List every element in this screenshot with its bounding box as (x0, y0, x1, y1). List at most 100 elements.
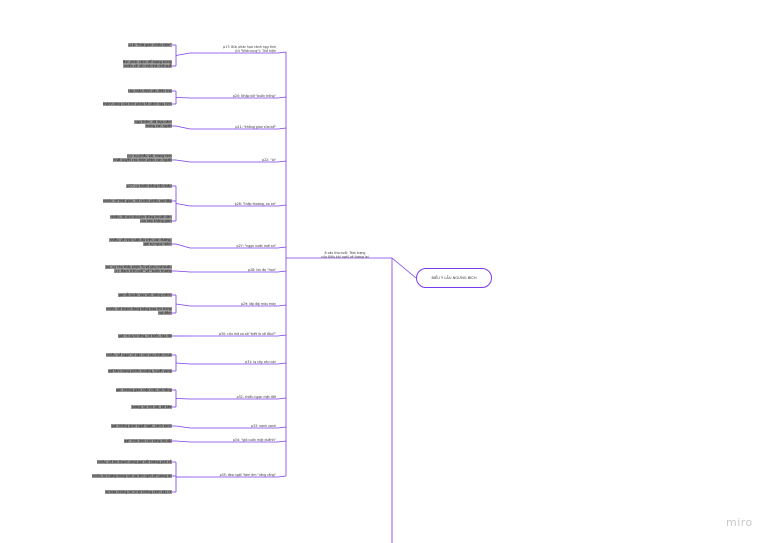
branch-node-text: p30: cửu mở xa sở "biết là về đâu?" (219, 332, 276, 336)
leaf-node-text: nhiều: về thành đang bóng bao kín trong (105, 307, 172, 311)
branch-node-text: p27: "ngọn nước mới sa" (236, 244, 276, 248)
branch-node[interactable]: p27: "ngọn nước mới sa" (194, 244, 276, 248)
branch-node[interactable]: p31: lọ cây câu các (194, 360, 276, 364)
leaf-node-text: mang con người (145, 124, 172, 128)
branch-node-text: p21: "không gian cửa bể" (235, 125, 276, 129)
leaf-link (175, 159, 191, 163)
branch-node[interactable]: p21: "không gian cửa bể" (194, 125, 276, 129)
leaf-node-text: nhiều về nỗi nhớ nhà nhớ quê (123, 64, 172, 68)
branch-link (277, 440, 287, 443)
leaf-node-text: nhiều: về âm thanh sóng gợi nỗi hoảng ph… (96, 460, 172, 464)
branch-node-text: p20: Nhập bờ "buồn trông" (233, 94, 276, 98)
leaf-node-text: nhiều: về ngọn cỏ rậu con sau chân mưa (105, 353, 172, 357)
branch-node[interactable]: p26: "thấp thoáng, xa xa" (194, 202, 276, 206)
leaf-node[interactable]: gợi: hình ảnh con sóng dữ dội (50, 439, 172, 443)
leaf-node[interactable]: gợi: ra sự lo lắng, cỡ biển, hạc đỡ (50, 334, 172, 338)
branch-node[interactable]: p32: chiều ngọn mặt đất (194, 395, 276, 399)
leaf-node[interactable]: nhiều: về thời gian, Về chiều phiêu nơi … (50, 199, 172, 203)
leaf-node[interactable]: gợi nỗi buồn vào vệt, bằng mênh (50, 293, 172, 297)
leaf-node[interactable]: p27: cụ buồn trông tội nhân (50, 184, 172, 188)
branch-node[interactable]: p28: lùn đo "hoa" (194, 268, 276, 272)
leaf-node-text: gợi: không gian ngợt ngạt, xanh xanh (110, 424, 172, 428)
leaf-node-text: nhiều: về thời gian, Về chiều phiêu nơi … (102, 199, 172, 203)
branch-node[interactable]: p34: "gió cuốn mặt duềnh" (194, 438, 276, 442)
leaf-node[interactable]: tương: lại mờ với, bế kéo (50, 405, 172, 409)
branch-node-text: (từ "Nhớ cùng"): Thể hiện (235, 49, 276, 53)
branch-node[interactable]: p30: cửu mở xa sở "biết là về đâu?" (194, 332, 276, 336)
leaf-node[interactable]: gợi: không gian chật chội, bó hồng (50, 388, 172, 392)
leaf-node-text: p18: "thời gian chiều hôm" (128, 43, 172, 47)
leaf-link (175, 52, 191, 56)
leaf-link (175, 270, 191, 273)
central-topic-text: BIỂU Ý LẦU NGƯNG BÍCH (431, 276, 477, 280)
leaf-node-text: dự báo những tai ủi sẽ không cách xảy ra (104, 490, 172, 494)
leaf-node-text: ngụ thêm, đã đựa năm (134, 120, 172, 124)
leaf-link (175, 243, 191, 249)
leaf-node-text: nhiều: đã bùn khuyên đứng khuất đàn (109, 215, 172, 219)
branch-node-text: p17: Bức phác họa cảnh ngụ tình (223, 45, 276, 49)
branch-node-text: p33: xanh xanh (251, 424, 276, 428)
leaf-node-text: Bức phác cảnh để tượng trưng (122, 60, 172, 64)
leaf-node-text: tương: lại mờ với, bế kéo (131, 405, 172, 409)
branch-node[interactable]: p33: xanh xanh (194, 424, 276, 428)
leaf-node[interactable]: nhiều: về ngọn cỏ rậu con sau chân mưa (50, 353, 172, 357)
leaf-node[interactable]: tập nhận định câu điều thơ (50, 89, 172, 93)
leaf-node[interactable]: nhiều: về nhớ nước đo trên con đường,gợi… (50, 238, 172, 246)
leaf-node-text: gợi tâm trạng phiên muộng, tuyệt vọng (107, 369, 172, 373)
branch-node[interactable]: p20: Nhập bờ "buồn trông" (194, 94, 276, 98)
leaf-node-text: (c): Bạch trời cuối" về "buồn trương (114, 269, 172, 273)
leaf-link (175, 97, 191, 99)
branch-node[interactable]: p22: "lo" (194, 158, 276, 162)
leaf-node[interactable]: gợi: không gian ngợt ngạt, xanh xanh (50, 424, 172, 428)
leaf-node-text: gợi nỗi buồn vào vệt, bằng mênh (118, 293, 172, 297)
leaf-link (175, 440, 191, 443)
leaf-node-text: gợi: hình ảnh con sóng dữ dội (123, 439, 172, 443)
leaf-node-text: gợi: không gian chật chội, bó hồng (115, 388, 172, 392)
branch-link (277, 334, 287, 337)
leaf-node-text: gợi sự nguy hiểm (143, 242, 172, 246)
branch-node-text: p28: lùn đo "hoa" (248, 268, 276, 272)
branch-link (277, 204, 287, 207)
branch-link (277, 127, 287, 130)
branch-node[interactable]: p29: lớp đợi màu mây (194, 302, 276, 306)
branch-node-text: p34: "gió cuốn mặt duềnh" (232, 438, 276, 442)
leaf-node[interactable]: gợi tâm trạng phiên muộng, tuyệt vọng (50, 369, 172, 373)
branch-link (277, 246, 287, 249)
leaf-node-text: nhiều: từ tượng trưng sức ao ém nghĩ về … (91, 474, 172, 478)
branch-node-text: p31: lọ cây câu các (245, 360, 276, 364)
leaf-link (175, 203, 191, 207)
branch-link (277, 426, 287, 429)
leaf-link (175, 303, 191, 307)
leaf-link (175, 125, 191, 130)
branch-node[interactable]: p35: đeo ngồi "tóm ém "rằng rằng" (194, 473, 276, 477)
hub-topic-text: 8 câu thơ cuối: Tâm trạng (324, 251, 366, 255)
branch-node-text: p26: "thấp thoáng, xa xa" (234, 202, 276, 206)
leaf-node-text: nhiều: về nhớ nước đo trên con đường, (109, 238, 172, 242)
leaf-node-text: (p): sự phiêu với, mang tính (126, 154, 172, 158)
branch-node[interactable]: p17: Bức phác họa cảnh ngụ tình(từ "Nhớ … (194, 45, 276, 53)
branch-node-text: p32: chiều ngọn mặt đất (236, 395, 276, 399)
leaf-node-text: tập nhận định câu điều thơ (127, 89, 172, 93)
leaf-node-text: nhất quyết cho thân phận con người (112, 158, 172, 162)
leaf-node-text: nơi đêm (158, 311, 172, 315)
leaf-node[interactable]: dự báo những tai ủi sẽ không cách xảy ra (50, 490, 172, 494)
branch-link (277, 96, 287, 99)
leaf-node[interactable]: p18: "thời gian chiều hôm" (50, 43, 172, 47)
leaf-link (175, 398, 191, 400)
branch-link (277, 304, 287, 307)
leaf-node[interactable]: (p): sự cho thấy phận Tù và phụ mờ buồn(… (50, 265, 172, 273)
central-topic[interactable]: BIỂU Ý LẦU NGƯNG BÍCH (416, 268, 492, 288)
leaf-node[interactable]: thành công của tính pháp tả cảnh ngụ tìn… (50, 102, 172, 106)
leaf-node[interactable]: nhiều: về âm thanh sóng gợi nỗi hoảng ph… (50, 460, 172, 464)
branch-link (277, 362, 287, 365)
leaf-node-text: của bảo không gian (139, 219, 172, 223)
leaf-node[interactable]: nhiều: từ tượng trưng sức ao ém nghĩ về … (50, 474, 172, 478)
leaf-node-text: gợi: ra sự lo lắng, cỡ biển, hạc đỡ (117, 334, 172, 338)
